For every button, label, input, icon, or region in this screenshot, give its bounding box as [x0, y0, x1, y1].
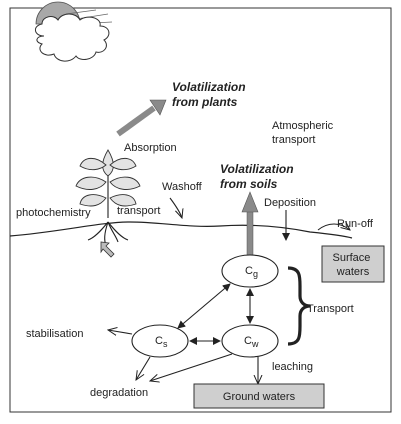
degradation-label: degradation — [90, 387, 148, 399]
surface-waters-box — [321, 245, 385, 283]
cg-label: Cg — [245, 265, 258, 279]
transport-brace — [287, 266, 311, 346]
leaching-label: leaching — [272, 361, 313, 373]
uptake-arrow — [100, 241, 115, 258]
volatilization-plants-label: Volatilization from plants — [172, 80, 249, 109]
cloud-icon — [35, 13, 110, 62]
ground-surface — [9, 221, 353, 239]
volatilization-soils-arrow — [241, 191, 259, 263]
cs-degradation-arrow — [136, 356, 151, 380]
plant-icon — [75, 149, 141, 247]
washoff-label: Washoff — [162, 181, 203, 193]
transport-label: Transport — [307, 303, 354, 315]
cs-node — [131, 324, 189, 358]
runoff-arrow — [317, 224, 350, 230]
cw-label: Cw — [244, 335, 259, 349]
runoff-label: Run-off — [337, 218, 374, 230]
cs-cg-exchange-arrow — [177, 283, 231, 329]
cw-degradation-arrow — [150, 353, 233, 381]
photochemistry-label: photochemistry — [16, 207, 91, 219]
cg-node — [221, 254, 279, 288]
surface-waters-label: Surface waters — [333, 252, 374, 278]
washoff-arrow — [169, 197, 182, 218]
atmospheric-transport-label: Atmospheric transport — [272, 120, 336, 146]
ground-waters-label: Ground waters — [223, 391, 296, 403]
absorption-label: Absorption — [124, 142, 177, 154]
cw-node — [221, 324, 279, 358]
cs-label: Cs — [155, 335, 168, 349]
diagram-frame — [9, 7, 392, 413]
volatilization-soils-label: Volatilization from soils — [220, 162, 297, 191]
deposition-label: Deposition — [264, 197, 316, 209]
stabilisation-label: stabilisation — [26, 328, 83, 340]
stabilisation-arrow — [108, 330, 133, 334]
volatilization-plants-arrow — [116, 99, 167, 137]
plant-transport-label: transport — [117, 205, 160, 217]
ground-waters-box — [193, 383, 325, 409]
